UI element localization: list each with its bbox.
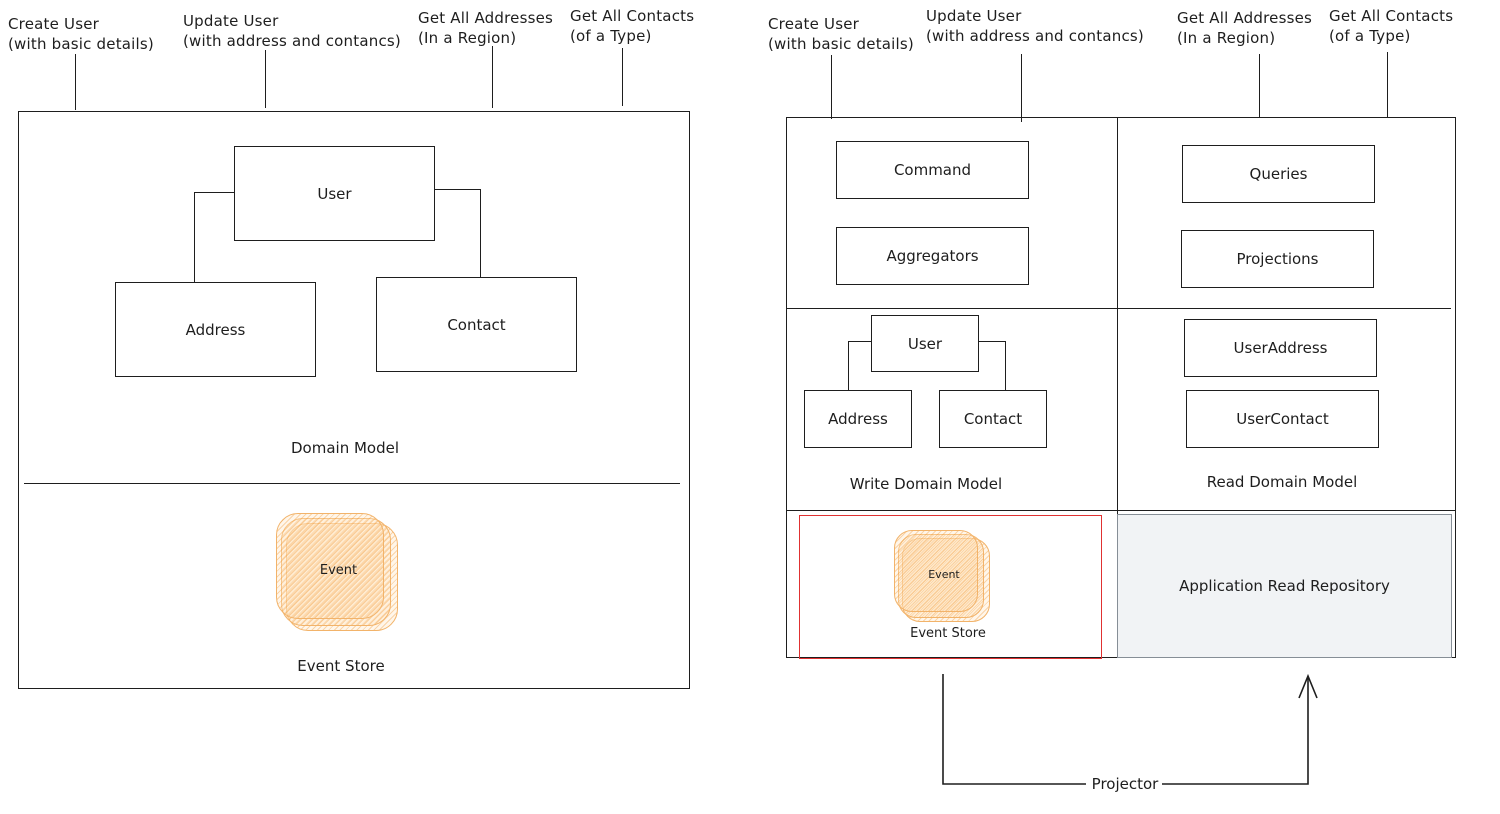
address-entity: Address (115, 282, 316, 377)
contact-entity: Contact (376, 277, 577, 372)
op-update-user: Update User (with address and contancs) (183, 11, 401, 51)
op-get-contacts: Get All Contacts (of a Type) (570, 6, 694, 46)
op-get-addresses: Get All Addresses (In a Region) (1177, 8, 1312, 48)
read-domain-model-label: Read Domain Model (1206, 473, 1358, 491)
event-card (894, 530, 978, 612)
op-connector (492, 46, 493, 108)
op-get-contacts: Get All Contacts (of a Type) (1329, 6, 1453, 46)
box-label: UserAddress (1233, 339, 1328, 357)
op-connector (1387, 52, 1388, 118)
address-entity: Address (804, 390, 912, 448)
user-address-box: UserAddress (1184, 319, 1377, 377)
user-contact-box: UserContact (1186, 390, 1379, 448)
event-store-panel (799, 515, 1102, 659)
op-title: Get All Contacts (570, 7, 695, 25)
box-label: Projections (1236, 250, 1319, 268)
projections-box: Projections (1181, 230, 1374, 288)
row-divider (786, 308, 1451, 309)
queries-box: Queries (1182, 145, 1375, 203)
projector-path (942, 674, 1309, 785)
op-title: Update User (183, 12, 279, 30)
op-subtitle: (of a Type) (1329, 27, 1411, 45)
domain-model-label: Domain Model (290, 439, 400, 457)
row-divider (786, 510, 1456, 511)
op-subtitle: (with basic details) (768, 35, 914, 53)
entity-label: Address (185, 320, 246, 339)
op-subtitle: (of a Type) (570, 27, 652, 45)
entity-label: User (317, 184, 352, 203)
contact-entity: Contact (939, 390, 1047, 448)
section-divider (24, 483, 680, 484)
entity-label: Contact (963, 410, 1023, 428)
event-card (276, 513, 384, 619)
column-divider (1117, 117, 1118, 658)
tree-connector (194, 192, 234, 193)
op-get-addresses: Get All Addresses (In a Region) (418, 8, 553, 48)
event-store-label: Event Store (297, 657, 385, 675)
event-stack: Event (894, 530, 994, 622)
op-subtitle: (with basic details) (8, 35, 154, 53)
op-title: Get All Addresses (418, 9, 554, 27)
op-connector (1021, 54, 1022, 122)
op-connector (1259, 54, 1260, 118)
projector-label: Projector (1091, 775, 1159, 793)
op-title: Get All Contacts (1329, 7, 1454, 25)
projector-arrow (942, 673, 1318, 794)
read-repository-panel: Application Read Repository (1117, 514, 1452, 658)
op-title: Create User (768, 15, 859, 33)
tree-connector (435, 189, 481, 190)
box-label: UserContact (1236, 410, 1329, 428)
box-label: Command (893, 161, 972, 179)
op-subtitle: (with address and contancs) (183, 32, 401, 50)
tree-connector (1005, 341, 1006, 390)
user-entity: User (234, 146, 435, 241)
event-stack: Event (276, 513, 401, 633)
op-update-user: Update User (with address and contancs) (926, 6, 1144, 46)
op-subtitle: (In a Region) (1177, 29, 1276, 47)
left-frame (18, 111, 690, 689)
event-store-label: Event Store (910, 626, 986, 641)
op-create-user: Create User (with basic details) (8, 14, 154, 54)
op-connector (622, 48, 623, 106)
op-title: Create User (8, 15, 99, 33)
entity-label: User (907, 334, 943, 353)
tree-connector (848, 341, 871, 342)
command-box: Command (836, 141, 1029, 199)
projector-label-bg (1086, 774, 1162, 794)
box-label: Aggregators (886, 247, 979, 265)
event-label: Event (928, 568, 960, 581)
write-domain-model-label: Write Domain Model (849, 475, 1003, 493)
op-connector (75, 54, 76, 110)
user-entity: User (871, 315, 979, 372)
box-label: Queries (1249, 165, 1308, 183)
tree-connector (480, 189, 481, 277)
entity-label: Address (828, 410, 888, 428)
op-connector (831, 55, 832, 119)
tree-connector (848, 341, 849, 390)
op-subtitle: (In a Region) (418, 29, 517, 47)
op-connector (265, 50, 266, 108)
tree-connector (979, 341, 1006, 342)
op-title: Update User (926, 7, 1022, 25)
arrow-head (1298, 673, 1318, 699)
aggregators-box: Aggregators (836, 227, 1029, 285)
read-repository-label: Application Read Repository (1179, 577, 1390, 595)
tree-connector (194, 192, 195, 283)
op-create-user: Create User (with basic details) (768, 14, 914, 54)
entity-label: Contact (447, 315, 506, 334)
event-label: Event (319, 563, 358, 578)
op-title: Get All Addresses (1177, 9, 1313, 27)
op-subtitle: (with address and contancs) (926, 27, 1144, 45)
